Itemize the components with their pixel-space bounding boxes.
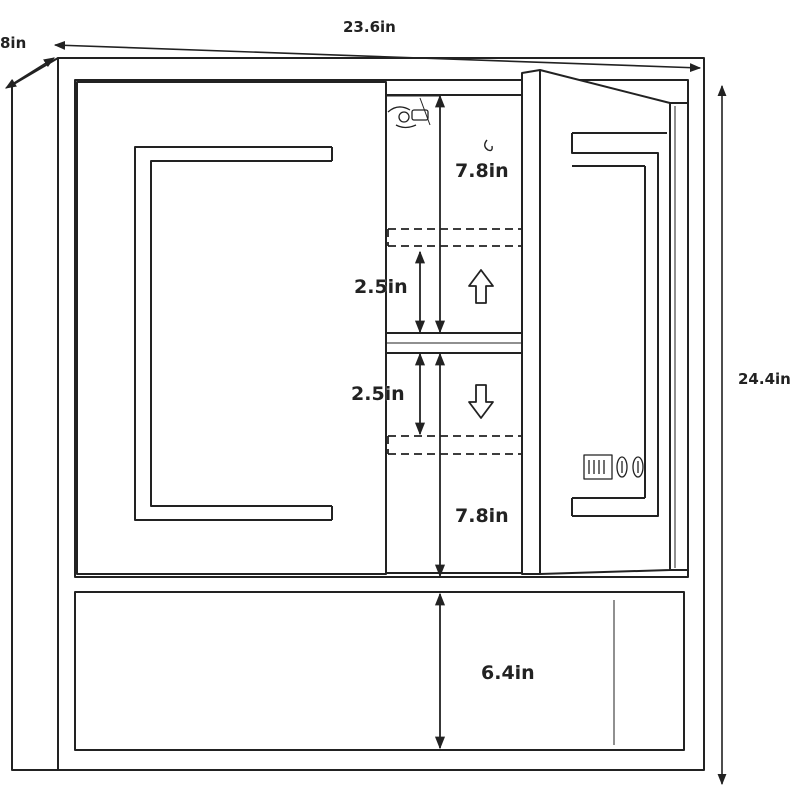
usb-outlet-icon xyxy=(583,454,644,480)
arrow-down-icon xyxy=(468,384,494,419)
width-label: 23.6in xyxy=(343,18,396,36)
hook-icon xyxy=(484,139,493,152)
depth-dimension-line xyxy=(5,57,55,89)
interior-compartment xyxy=(385,94,523,574)
drawer-label: 6.4in xyxy=(481,662,535,684)
lower-drawer xyxy=(74,591,685,751)
shelf-up-label: 2.5in xyxy=(354,276,408,298)
bottom-space-label: 7.8in xyxy=(455,505,509,527)
height-label: 24.4in xyxy=(738,370,791,388)
left-mirror-door xyxy=(76,81,387,575)
width-dimension-line xyxy=(53,40,702,73)
depth-label: 8in xyxy=(0,34,27,52)
right-open-door xyxy=(521,69,689,575)
top-space-label: 7.8in xyxy=(455,160,509,182)
arrow-up-icon xyxy=(468,269,494,304)
touch-sensor-icon xyxy=(386,95,440,129)
shelf-down-label: 2.5in xyxy=(351,383,405,405)
